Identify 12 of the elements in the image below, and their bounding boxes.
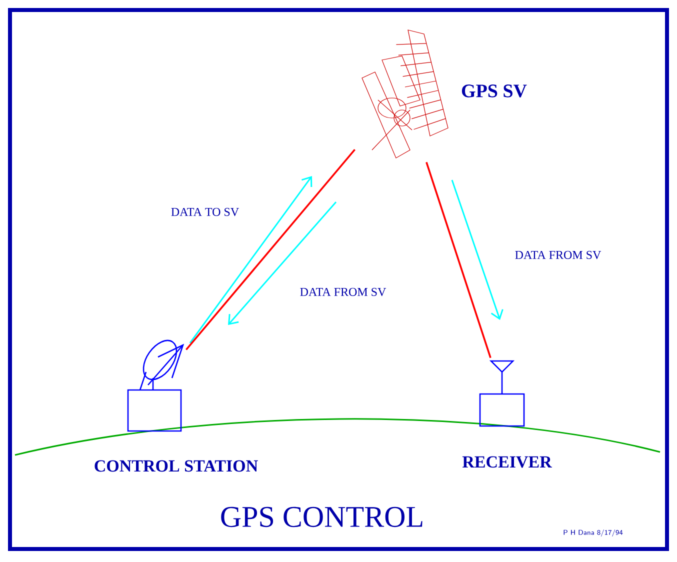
data-flow-label: DATA TO SV <box>171 208 239 216</box>
caption-text: RECEIVER <box>462 456 552 468</box>
caption-text: GPS SV <box>462 84 527 98</box>
data-flow-label: DATA FROM SV <box>515 250 602 260</box>
signal-line <box>186 149 356 350</box>
satellite-drawing <box>362 30 448 158</box>
signal-line <box>426 162 492 358</box>
caption-text: CONTROL STATION <box>94 460 258 472</box>
receiver-drawing <box>479 360 525 427</box>
data-flow-label: DATA FROM SV <box>300 288 386 296</box>
title: GPS CONTROL <box>221 506 422 528</box>
control-station-drawing <box>127 340 184 432</box>
